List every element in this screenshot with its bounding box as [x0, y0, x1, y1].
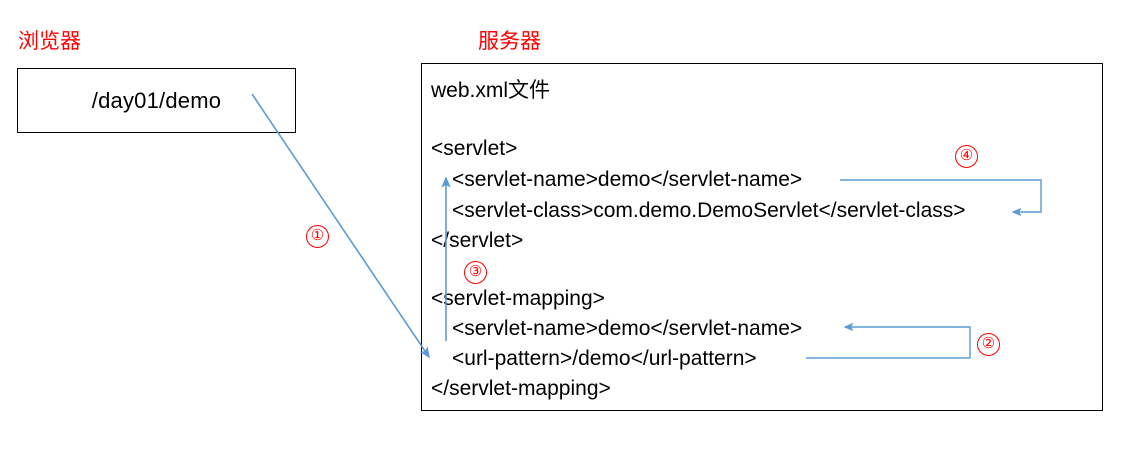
code-line: <servlet-mapping> — [431, 287, 605, 310]
step-marker-3: ③ — [464, 261, 487, 284]
step-marker-1: ① — [306, 225, 329, 248]
step-marker-4: ④ — [955, 145, 978, 168]
webxml-file-heading: web.xml文件 — [431, 79, 551, 102]
browser-url-text: /day01/demo — [91, 87, 222, 113]
code-line: <servlet-name>demo</servlet-name> — [452, 317, 803, 340]
code-line: </servlet> — [431, 229, 524, 252]
code-line: </servlet-mapping> — [431, 377, 611, 400]
code-line: <servlet-name>demo</servlet-name> — [452, 168, 803, 191]
step-marker-2: ② — [977, 333, 1000, 356]
code-line: <url-pattern>/demo</url-pattern> — [452, 347, 757, 370]
server-section-title: 服务器 — [478, 29, 541, 53]
arrow-step-1 — [251, 93, 430, 359]
code-line: <servlet> — [431, 137, 518, 160]
code-line: <servlet-class>com.demo.DemoServlet</ser… — [452, 199, 966, 222]
browser-section-title: 浏览器 — [18, 29, 81, 53]
